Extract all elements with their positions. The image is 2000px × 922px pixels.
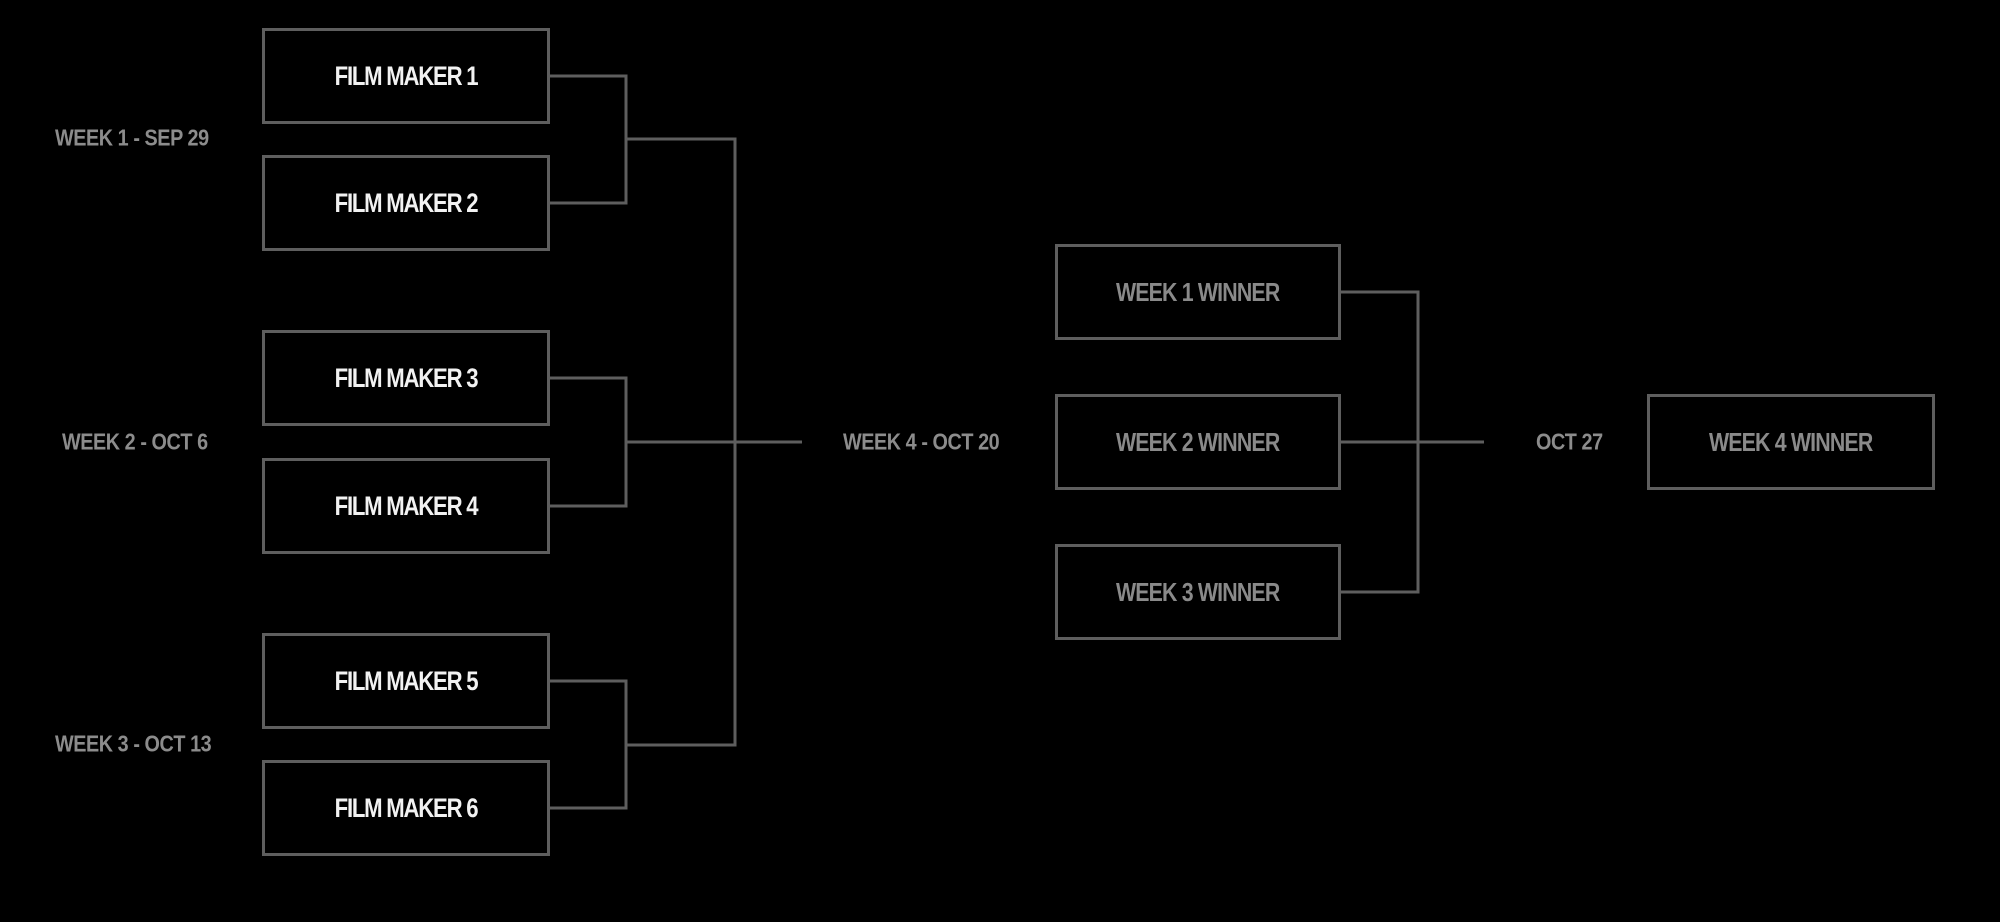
round2-box-week-2-winner[interactable]: WEEK 2 WINNER (1055, 394, 1341, 490)
connector-week-3-match (549, 679, 628, 810)
round2-box-week-3-winner[interactable]: WEEK 3 WINNER (1055, 544, 1341, 640)
date-label-week-4: WEEK 4 - OCT 20 (843, 429, 1025, 456)
entrant-name: FILM MAKER 4 (334, 490, 479, 521)
connector-week-2-match (549, 376, 628, 508)
date-label-week-3-text: WEEK 3 - OCT 13 (55, 730, 212, 757)
round2-entrant-name: WEEK 1 WINNER (1116, 276, 1280, 307)
date-label-week-1-text: WEEK 1 - SEP 29 (55, 124, 209, 151)
final-winner-name: WEEK 4 WINNER (1709, 426, 1873, 457)
date-label-week-2: WEEK 2 - OCT 6 (62, 429, 231, 456)
date-label-week-1: WEEK 1 - SEP 29 (55, 125, 234, 152)
entrant-box-film-maker-2[interactable]: FILM MAKER 2 (262, 155, 550, 251)
round2-entrant-name: WEEK 3 WINNER (1116, 576, 1280, 607)
entrant-box-film-maker-3[interactable]: FILM MAKER 3 (262, 330, 550, 426)
entrant-box-film-maker-5[interactable]: FILM MAKER 5 (262, 633, 550, 729)
date-label-week-2-text: WEEK 2 - OCT 6 (62, 428, 208, 455)
final-box-week-4-winner[interactable]: WEEK 4 WINNER (1647, 394, 1935, 490)
entrant-box-film-maker-4[interactable]: FILM MAKER 4 (262, 458, 550, 554)
date-label-week-3: WEEK 3 - OCT 13 (55, 731, 237, 758)
entrant-name: FILM MAKER 6 (334, 792, 479, 823)
round2-box-week-1-winner[interactable]: WEEK 1 WINNER (1055, 244, 1341, 340)
date-label-final-text: OCT 27 (1536, 428, 1603, 455)
entrant-name: FILM MAKER 3 (334, 362, 479, 393)
connector-week-1-match (549, 74, 628, 205)
entrant-box-film-maker-6[interactable]: FILM MAKER 6 (262, 760, 550, 856)
date-label-week-4-text: WEEK 4 - OCT 20 (843, 428, 1000, 455)
entrant-name: FILM MAKER 2 (334, 187, 479, 218)
entrant-name: FILM MAKER 1 (334, 60, 479, 91)
entrant-box-film-maker-1[interactable]: FILM MAKER 1 (262, 28, 550, 124)
date-label-final: OCT 27 (1536, 429, 1614, 456)
round2-entrant-name: WEEK 2 WINNER (1116, 426, 1280, 457)
entrant-name: FILM MAKER 5 (334, 665, 479, 696)
